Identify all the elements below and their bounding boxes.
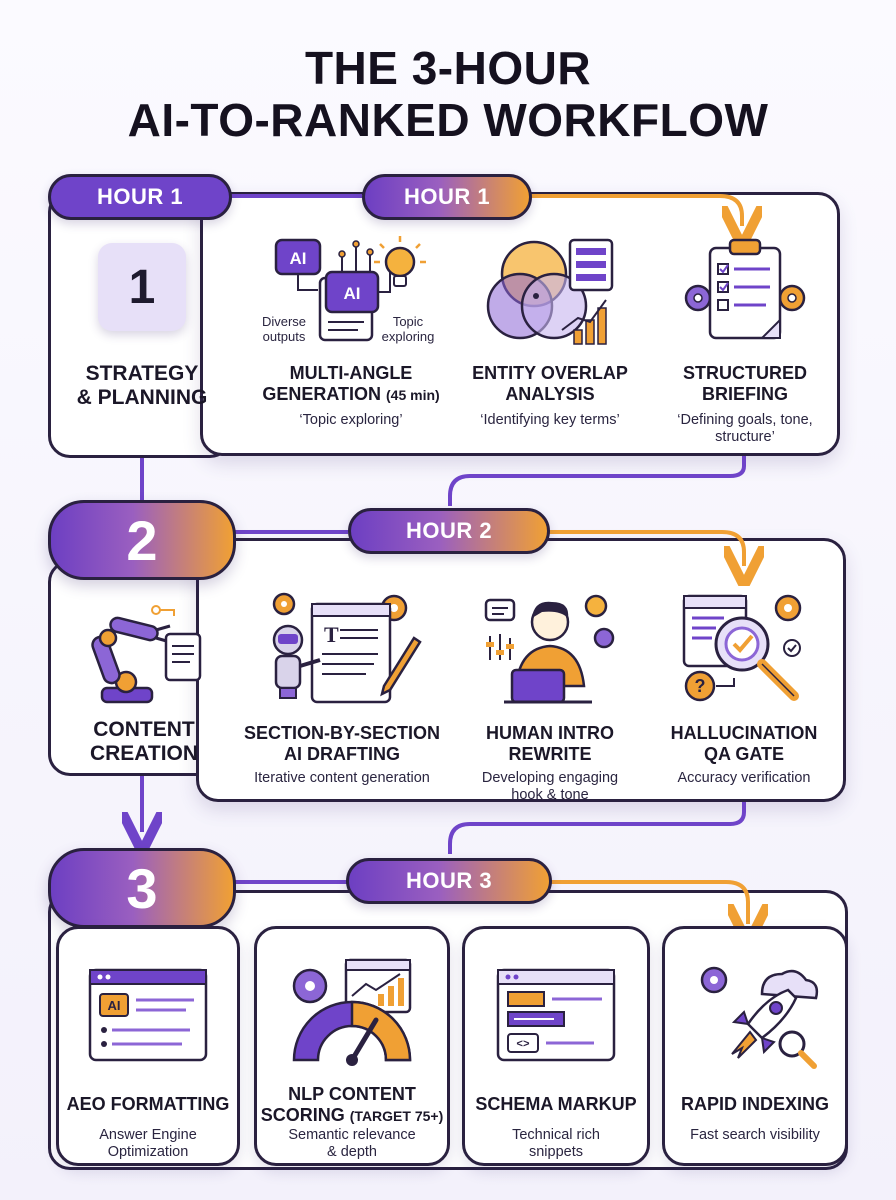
- stage2-number-badge: 2: [48, 500, 236, 580]
- step-structured-briefing: STRUCTURED BRIEFING: [660, 363, 830, 405]
- stage2-label-line1: CONTENT: [93, 718, 195, 741]
- step-desc-line1: Technical rich: [512, 1127, 600, 1143]
- step-title-main: GENERATION: [262, 384, 381, 404]
- stage2-label-line2: CREATION: [89, 742, 199, 765]
- svg-text:AI: AI: [344, 284, 361, 303]
- step-desc: Technical rich snippets: [462, 1127, 650, 1161]
- step-title-line2: SCORING (TARGET 75+): [254, 1105, 450, 1127]
- step-title-line1: NLP CONTENT: [288, 1084, 416, 1104]
- ai-browser-icon: AI: [88, 968, 208, 1062]
- step-title-line2: QA GATE: [704, 744, 784, 764]
- step-title-line1: SECTION-BY-SECTION: [243, 723, 440, 743]
- svg-text:?: ?: [695, 676, 706, 696]
- stage2-flow-tag: HOUR 2: [348, 508, 550, 554]
- step-desc-line2: snippets: [528, 1144, 583, 1160]
- step-nlp-scoring: NLP CONTENT SCORING (TARGET 75+): [254, 1084, 450, 1127]
- step-duration: (45 min): [386, 387, 440, 403]
- step-title-line1: MULTI-ANGLE: [289, 363, 413, 383]
- stage2-label: CONTENT CREATION: [56, 718, 232, 766]
- step-title-line2: AI DRAFTING: [284, 744, 400, 764]
- step-desc: Answer Engine Optimization: [56, 1127, 240, 1161]
- step-desc-line1: Semantic relevance: [288, 1127, 416, 1143]
- step-rapid-indexing: RAPID INDEXING: [680, 1094, 830, 1114]
- venn-diagram-icon: [486, 238, 614, 345]
- step-desc: ‘Topic exploring’: [299, 412, 403, 428]
- stage1-label-line2: & PLANNING: [76, 386, 208, 409]
- svg-text:T: T: [324, 622, 339, 647]
- step-note-topic-exploring: Topic exploring: [370, 314, 446, 344]
- stage3-number-badge: 3: [48, 848, 236, 928]
- step-note-diverse-outputs: Diverse outputs: [252, 314, 316, 344]
- step-desc: ‘Identifying key terms’: [480, 412, 620, 428]
- rocket-search-icon: [700, 966, 819, 1069]
- step-desc-line2: Optimization: [107, 1144, 189, 1160]
- step-title-line1: ENTITY OVERLAP: [472, 363, 628, 383]
- note-topic: Topic: [392, 314, 424, 329]
- step-target: (TARGET 75+): [349, 1108, 444, 1124]
- step-multi-angle-generation: MULTI-ANGLE GENERATION (45 min): [244, 363, 458, 406]
- step-aeo-formatting: AEO FORMATTING: [66, 1094, 230, 1114]
- stage1-number-tile: 1: [98, 243, 186, 331]
- robot-writing-icon: T: [272, 592, 422, 704]
- magnifier-check-icon: ?: [682, 594, 802, 702]
- step-desc: Developing engaging hook & tone: [458, 770, 642, 804]
- step-desc-line1: ‘Defining goals, tone,: [677, 412, 813, 428]
- note-outputs: outputs: [262, 329, 306, 344]
- title-line-2: AI-TO-RANKED WORKFLOW: [127, 94, 769, 146]
- step-section-drafting: SECTION-BY-SECTION AI DRAFTING: [236, 723, 448, 765]
- schema-code-icon: <>: [496, 968, 616, 1062]
- svg-text:AI: AI: [290, 249, 307, 268]
- person-laptop-icon: [484, 594, 615, 704]
- step-desc: ‘Defining goals, tone, structure’: [660, 412, 830, 446]
- stage1-label: STRATEGY & PLANNING: [56, 362, 228, 410]
- step-desc-line1: Developing engaging: [481, 770, 619, 786]
- step-human-intro-rewrite: HUMAN INTRO REWRITE: [462, 723, 638, 765]
- note-diverse: Diverse: [261, 314, 307, 329]
- svg-text:AI: AI: [108, 998, 121, 1013]
- step-desc-line1: Answer Engine: [99, 1127, 197, 1143]
- step-title-line2: GENERATION (45 min): [244, 384, 458, 406]
- robot-arm-icon: [91, 605, 202, 704]
- note-exploring: exploring: [381, 329, 435, 344]
- step-hallucination-qa: HALLUCINATION QA GATE: [656, 723, 832, 765]
- step-desc-line2: structure’: [715, 429, 775, 445]
- stage1-hour-tag: HOUR 1: [48, 174, 232, 220]
- stage1-flow-tag: HOUR 1: [362, 174, 532, 220]
- stage1-label-line1: STRATEGY: [85, 362, 199, 385]
- ai-generation-icon: AI AI: [274, 236, 426, 342]
- step-title-main: SCORING: [260, 1105, 345, 1125]
- step-entity-overlap: ENTITY OVERLAP ANALYSIS: [462, 363, 638, 405]
- step-title-line1: HALLUCINATION: [670, 723, 818, 743]
- step-title-line2: ANALYSIS: [505, 384, 595, 404]
- stage3-card-indexing: [662, 926, 848, 1166]
- page-title: THE 3-HOUR AI-TO-RANKED WORKFLOW: [0, 42, 896, 146]
- step-desc: Accuracy verification: [677, 770, 811, 786]
- step-desc: Semantic relevance & depth: [254, 1127, 450, 1161]
- step-title-line1: HUMAN INTRO: [486, 723, 614, 743]
- svg-text:<>: <>: [516, 1039, 530, 1051]
- step-desc-line2: & depth: [327, 1144, 377, 1160]
- clipboard-checklist-icon: [684, 238, 806, 340]
- step-title-line2: BRIEFING: [701, 384, 788, 404]
- step-desc: Fast search visibility: [690, 1127, 820, 1143]
- gauge-score-icon: [292, 958, 412, 1066]
- stage3-flow-tag: HOUR 3: [346, 858, 552, 904]
- step-title-line1: STRUCTURED: [683, 363, 807, 383]
- step-schema-markup: SCHEMA MARKUP: [475, 1094, 637, 1114]
- step-desc-line2: hook & tone: [511, 787, 589, 803]
- step-title-line2: REWRITE: [508, 744, 592, 764]
- step-desc: Iterative content generation: [254, 770, 430, 786]
- title-line-1: THE 3-HOUR: [304, 42, 592, 94]
